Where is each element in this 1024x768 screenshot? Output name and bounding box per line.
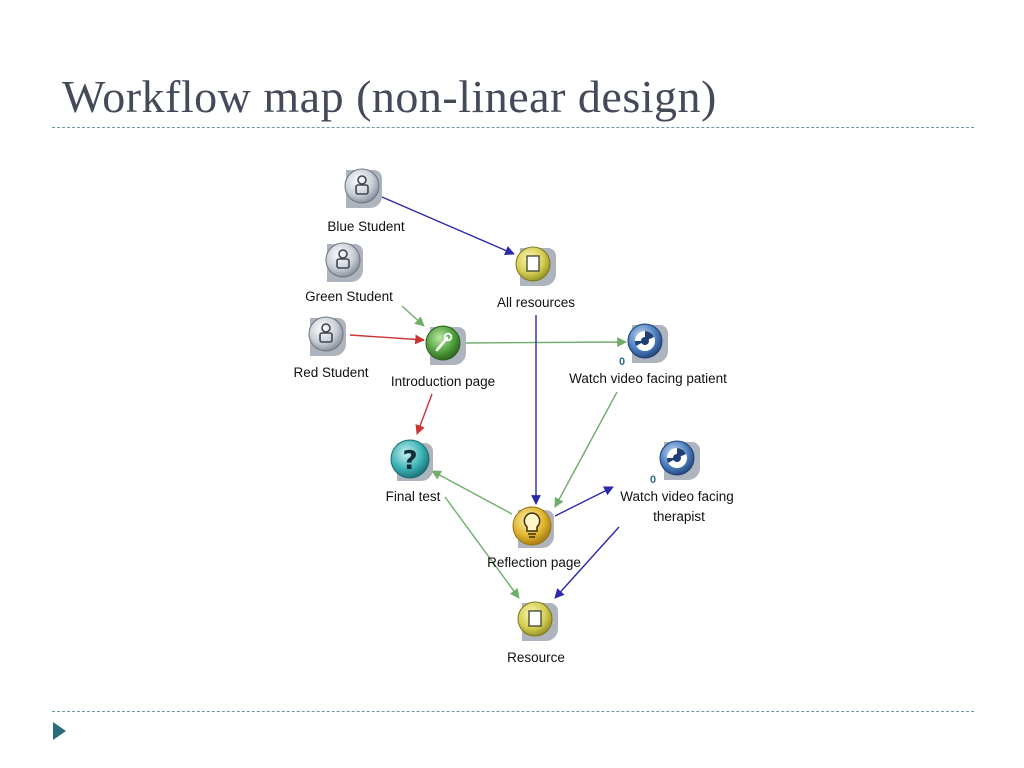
video-icon <box>627 323 668 363</box>
edge-introduction-to-final-test <box>415 393 433 435</box>
edge-red-student-to-introduction <box>349 334 425 345</box>
node-introduction-page[interactable]: Introduction page <box>391 325 495 389</box>
video-icon <box>659 440 700 480</box>
node-reflection-page[interactable]: Reflection page <box>487 506 581 570</box>
edge-reflection-to-final-test <box>431 470 513 515</box>
node-final-test[interactable]: ? Final test <box>386 439 441 504</box>
node-label: Resource <box>507 650 565 665</box>
node-label: Watch video facing patient <box>569 371 727 386</box>
footer-divider <box>52 711 974 712</box>
node-blue-student[interactable]: Blue Student <box>327 168 405 234</box>
person-icon <box>344 168 382 208</box>
node-label: Green Student <box>305 289 393 304</box>
edge-video-patient-to-reflection <box>554 391 618 508</box>
node-watch-video-patient[interactable]: 0 Watch video facing patient <box>569 323 727 386</box>
footer-bullet-icon <box>53 722 66 740</box>
node-red-student[interactable]: Red Student <box>293 316 369 380</box>
node-label: All resources <box>497 295 575 310</box>
connectors <box>349 196 627 599</box>
edge-introduction-to-video-patient <box>461 337 627 347</box>
edge-final-test-to-resource <box>444 496 520 599</box>
lightbulb-icon <box>512 506 554 548</box>
edge-video-therapist-to-resource <box>554 526 620 599</box>
node-label: Introduction page <box>391 374 495 389</box>
edge-blue-student-to-all-resources <box>381 196 515 256</box>
completion-count: 0 <box>619 356 625 368</box>
wrench-icon <box>425 325 466 365</box>
title-divider <box>52 127 974 128</box>
document-icon <box>515 246 556 286</box>
node-resource[interactable]: Resource <box>507 601 565 665</box>
node-label-line1: Watch video facing <box>620 489 734 504</box>
node-label: Red Student <box>293 365 368 380</box>
person-icon <box>308 316 346 356</box>
node-label-line2: therapist <box>653 509 705 524</box>
node-label: Reflection page <box>487 555 581 570</box>
slide-title: Workflow map (non-linear design) <box>62 71 717 122</box>
node-watch-video-therapist[interactable]: 0 Watch video facing therapist <box>620 440 734 524</box>
document-icon <box>517 601 558 641</box>
question-icon: ? <box>390 439 433 481</box>
edge-reflection-to-video-therapist <box>554 486 614 517</box>
completion-count: 0 <box>650 474 656 486</box>
node-label: Final test <box>386 489 441 504</box>
node-label: Blue Student <box>327 219 405 234</box>
node-green-student[interactable]: Green Student <box>305 242 393 304</box>
edge-green-student-to-introduction <box>401 305 425 327</box>
person-icon <box>325 242 363 282</box>
node-all-resources[interactable]: All resources <box>497 246 575 310</box>
svg-text:?: ? <box>402 446 417 476</box>
